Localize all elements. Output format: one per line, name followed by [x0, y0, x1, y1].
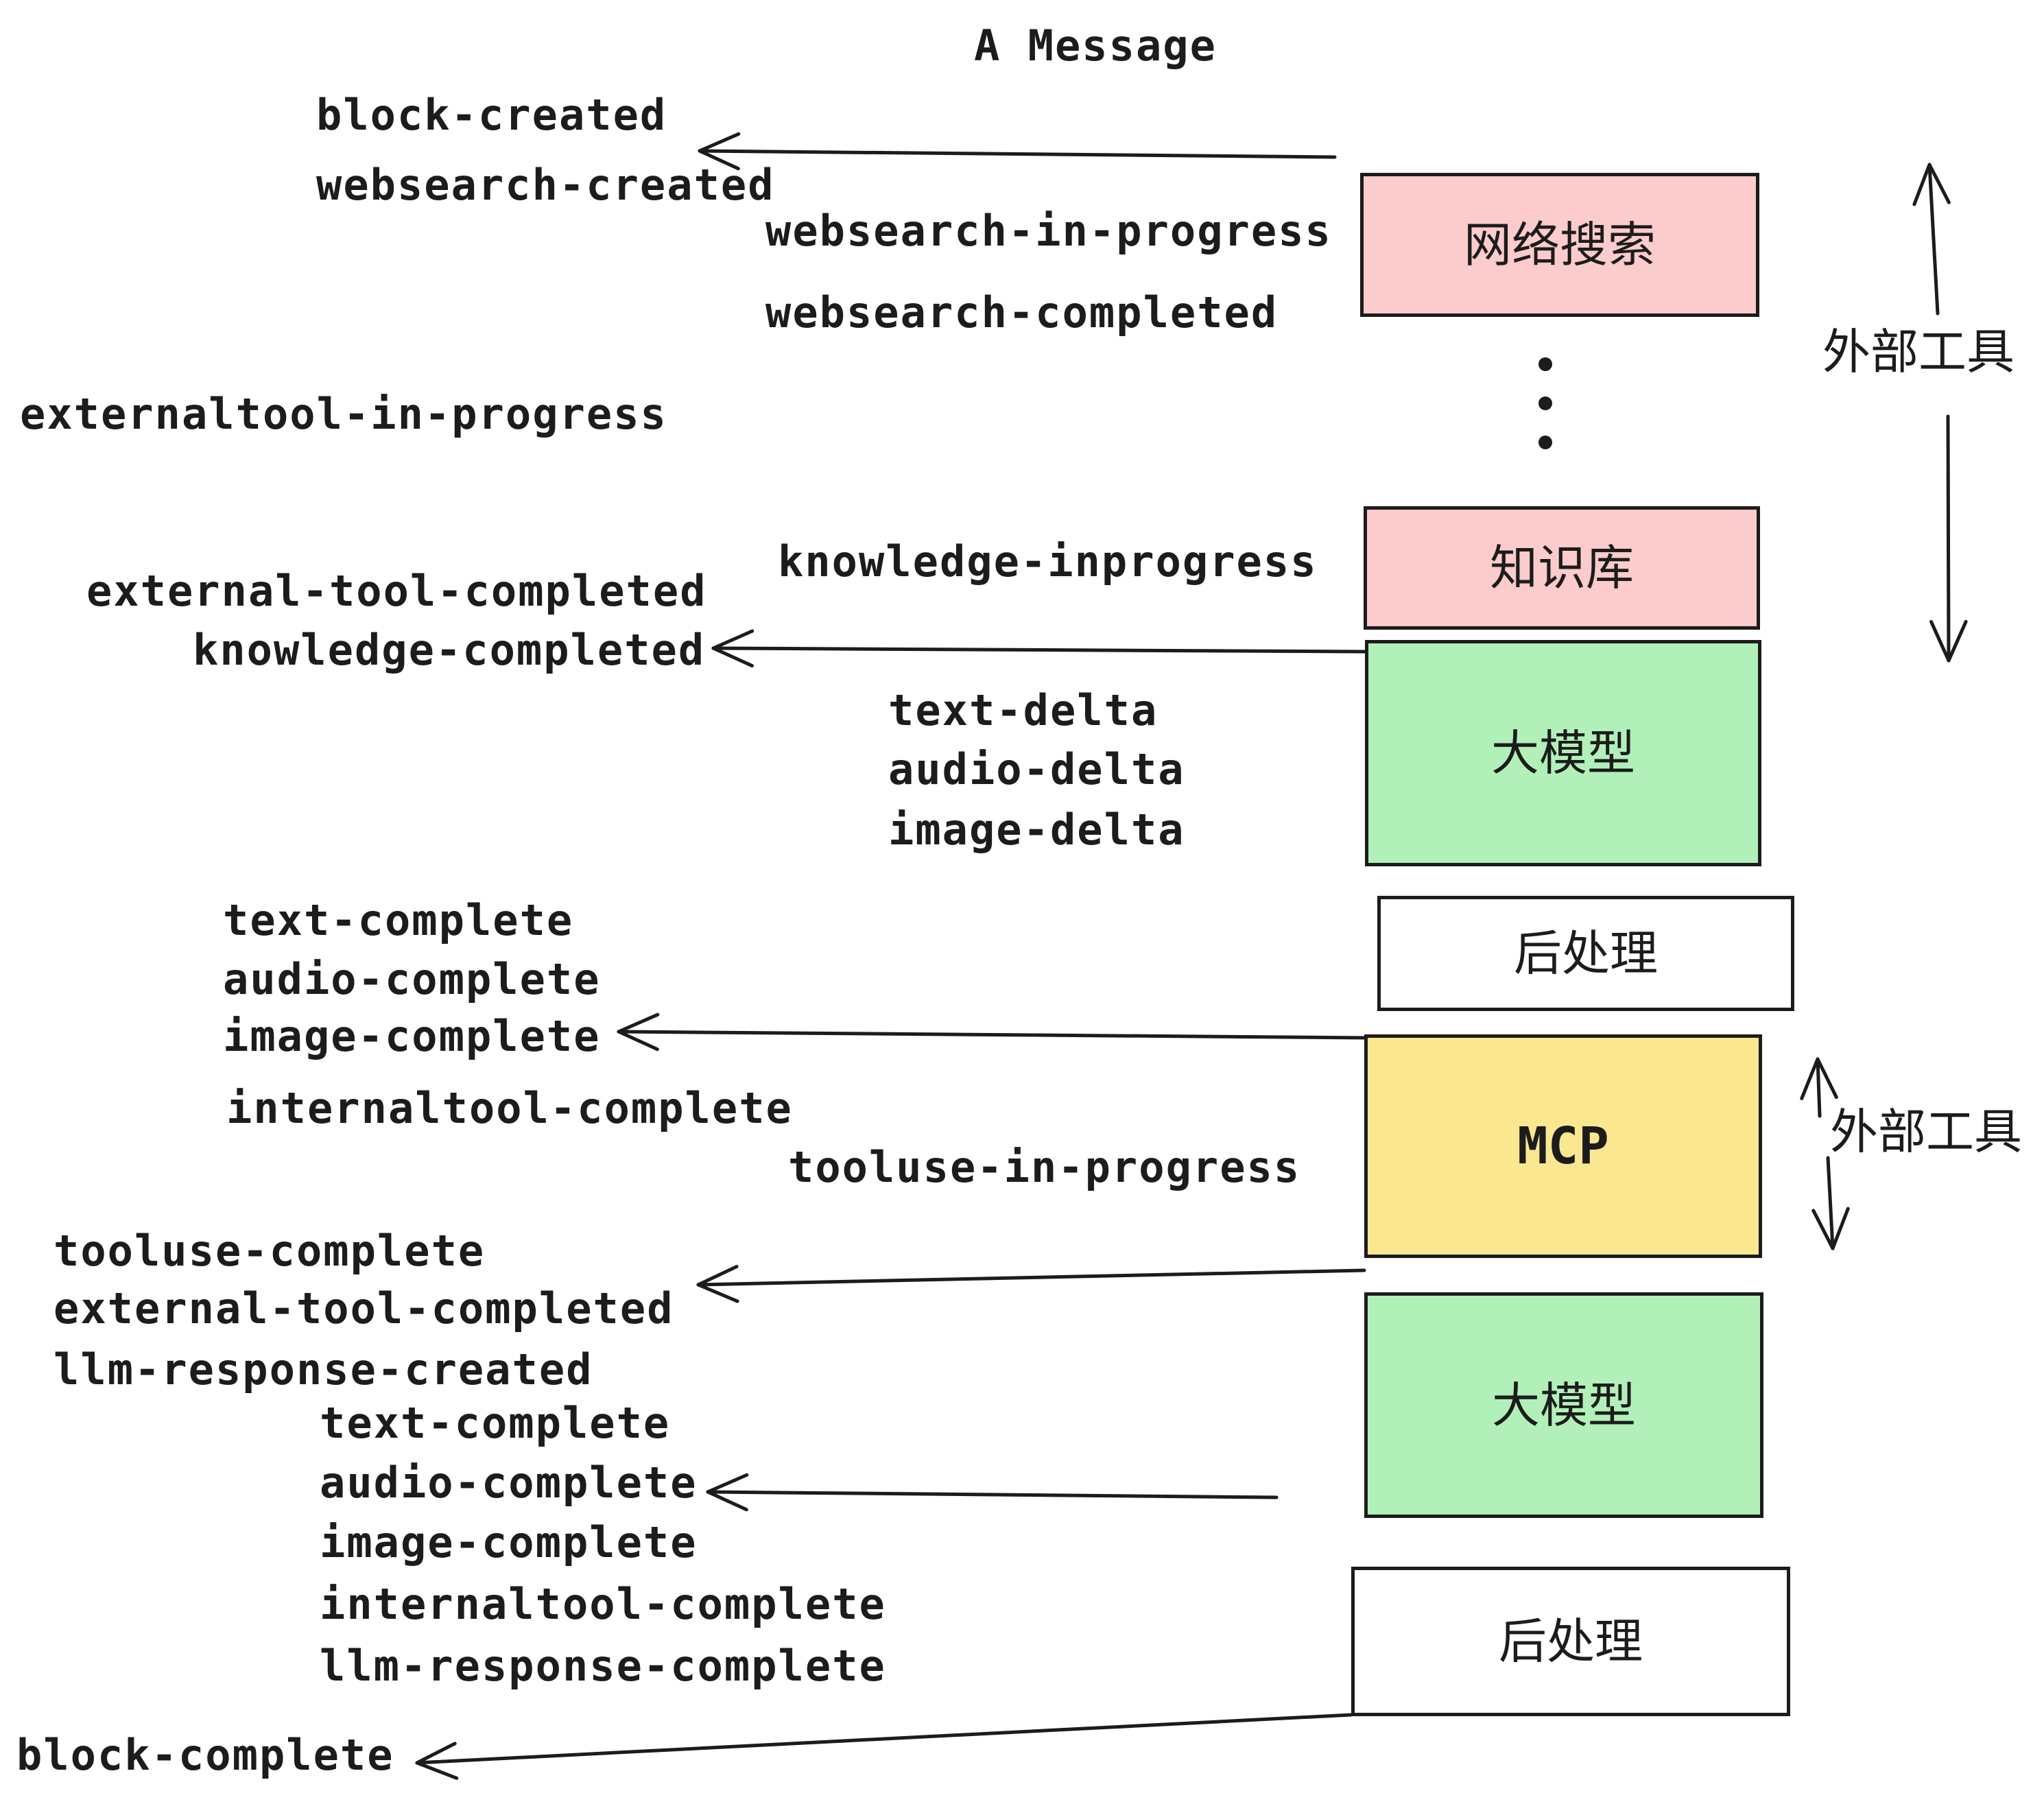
ellipsis-dot-1 — [1538, 357, 1552, 371]
event-label-audio-complete: audio-complete — [223, 954, 601, 1004]
event-label-tooluse-in-progress: tooluse-in-progress — [788, 1142, 1301, 1192]
arrow-llm2-to-audio-complete — [706, 1473, 1279, 1512]
event-label-llm-response-complete: llm-response-complete — [320, 1641, 886, 1691]
event-label-external-tool-completed: external-tool-completed — [86, 566, 707, 616]
event-label-block-created: block-created — [316, 90, 667, 140]
event-label-internaltool-complete: internaltool-complete — [226, 1083, 793, 1133]
side-label-external-tools-2: 外部工具 — [1830, 1105, 2022, 1159]
box-knowledge-base: 知识库 — [1364, 506, 1760, 630]
ellipsis-dot-2 — [1538, 396, 1552, 410]
event-label-audio-delta: audio-delta — [888, 744, 1185, 794]
event-label-tooluse-complete: tooluse-complete — [54, 1226, 486, 1276]
event-label-text-complete: text-complete — [223, 895, 574, 945]
event-label-audio-complete: audio-complete — [320, 1458, 698, 1508]
box-post-process: 后处理 — [1377, 896, 1794, 1011]
box-label-llm-2: 大模型 — [1492, 1378, 1636, 1432]
arrow-mcp-to-tooluse-complete — [696, 1265, 1366, 1303]
event-label-text-delta: text-delta — [888, 685, 1158, 735]
arrow-external-tools-2-down — [1811, 1156, 1850, 1250]
box-label-mcp: MCP — [1517, 1117, 1609, 1176]
arrow-external-tools-down — [1929, 414, 1968, 663]
event-label-externaltool-in-progress: externaltool-in-progress — [20, 389, 667, 439]
box-post-process-2: 后处理 — [1351, 1567, 1790, 1716]
box-mcp: MCP — [1364, 1034, 1762, 1258]
event-label-image-complete: image-complete — [320, 1517, 698, 1567]
box-label-llm: 大模型 — [1491, 726, 1635, 780]
event-label-knowledge-inprogress: knowledge-inprogress — [778, 536, 1318, 586]
arrow-external-tools-up — [1912, 163, 1951, 316]
event-label-image-complete: image-complete — [223, 1011, 601, 1061]
event-label-image-delta: image-delta — [888, 805, 1185, 855]
event-label-block-complete: block-complete — [16, 1730, 394, 1780]
box-label-knowledge-base: 知识库 — [1490, 541, 1634, 595]
arrow-websearch-to-created — [698, 132, 1337, 171]
event-label-knowledge-completed: knowledge-completed — [193, 625, 706, 675]
event-label-llm-response-created: llm-response-created — [54, 1344, 593, 1394]
box-web-search: 网络搜索 — [1360, 173, 1759, 317]
arrow-post2-to-block-complete — [415, 1713, 1353, 1780]
ellipsis-dot-3 — [1538, 436, 1552, 449]
event-label-text-complete: text-complete — [320, 1398, 671, 1448]
event-label-external-tool-completed: external-tool-completed — [54, 1283, 674, 1333]
side-label-external-tools-1: 外部工具 — [1822, 325, 2015, 379]
box-llm-2: 大模型 — [1364, 1292, 1763, 1518]
box-label-post-process-2: 后处理 — [1499, 1615, 1643, 1668]
event-label-websearch-in-progress: websearch-in-progress — [765, 206, 1332, 256]
arrow-llm-to-knowledge-completed — [711, 629, 1367, 668]
box-llm: 大模型 — [1365, 640, 1761, 866]
event-label-internaltool-complete: internaltool-complete — [320, 1579, 886, 1629]
box-label-post-process: 后处理 — [1514, 927, 1658, 980]
arrow-post-to-image-complete — [617, 1012, 1368, 1052]
diagram-title: A Message — [974, 21, 1217, 71]
box-label-web-search: 网络搜索 — [1464, 218, 1656, 272]
event-label-websearch-created: websearch-created — [316, 160, 775, 210]
event-label-websearch-completed: websearch-completed — [765, 287, 1279, 337]
